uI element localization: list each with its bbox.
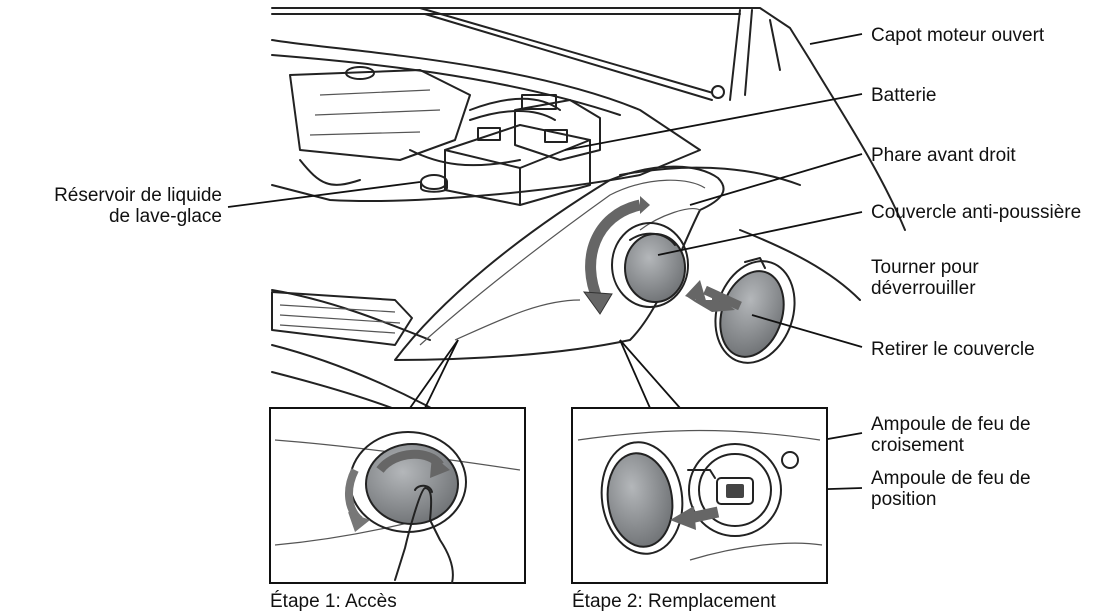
label-low-beam-line1: Ampoule de feu de (871, 414, 1031, 435)
label-turn-line2: déverrouiller (871, 278, 976, 299)
label-reservoir-line2: de lave-glace (109, 206, 222, 227)
label-headlight: Phare avant droit (871, 145, 1016, 166)
caption-step1: Étape 1: Accès (270, 591, 397, 612)
engine-bay (271, 39, 701, 202)
car-front-illustration (271, 7, 906, 431)
label-dust-cover: Couvercle anti-poussière (871, 202, 1081, 223)
detail-panel-step1 (269, 407, 526, 584)
label-low-beam-line2: croisement (871, 435, 965, 456)
label-position-line2: position (871, 489, 937, 510)
label-hood: Capot moteur ouvert (871, 25, 1045, 46)
label-turn-line1: Tourner pour (871, 257, 979, 278)
open-hood (271, 7, 811, 101)
push-arrow-icon (686, 290, 735, 312)
washer-reservoir-cap (420, 174, 448, 193)
headlight-bulb-socket (611, 222, 689, 308)
rotate-arrow-icon (585, 199, 642, 303)
label-remove-cover: Retirer le couvercle (871, 339, 1035, 360)
removed-dust-cover (714, 257, 796, 364)
rotate-arrowhead-icon (582, 291, 613, 315)
label-battery: Batterie (871, 85, 936, 106)
caption-step2: Étape 2: Remplacement (572, 591, 777, 612)
label-position-line1: Ampoule de feu de (871, 468, 1031, 489)
detail-panel-step2 (571, 407, 828, 584)
label-reservoir-line1: Réservoir de liquide (54, 185, 222, 206)
